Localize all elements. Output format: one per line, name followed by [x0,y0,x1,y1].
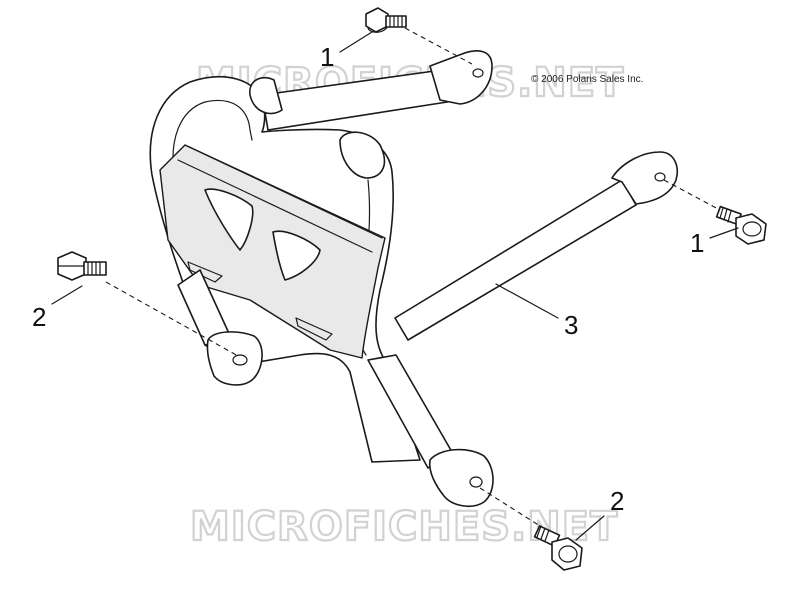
bolt-right-guide [663,179,721,211]
leader-bumper [495,283,559,319]
callout-bolt-left: 2 [32,302,46,332]
bolt-right [715,205,767,245]
bolt-bottom-guide [479,487,541,527]
copyright-notice: © 2006 Polaris Sales Inc. [531,74,643,85]
bolt-left [57,251,107,281]
bolt-top [365,7,407,33]
bolt-left-guide [105,281,239,357]
leader-bolt-left [51,285,83,305]
bolt-top-guide [404,27,473,65]
leader-bolt-top [339,31,373,53]
front-bumper [149,50,678,508]
callout-bolt-bottom: 2 [610,486,624,516]
bolt-bottom [533,525,583,571]
callout-bolt-top: 1 [320,42,334,72]
leader-bolt-bottom [575,515,605,541]
callout-bolt-right: 1 [690,228,704,258]
callout-bumper: 3 [564,310,578,340]
leader-bolt-right [709,227,739,239]
